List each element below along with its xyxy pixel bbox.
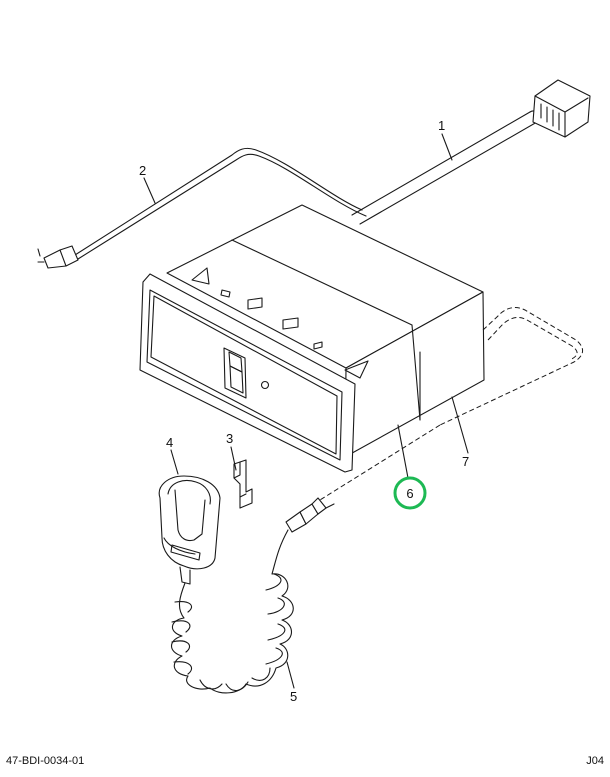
leader-4 xyxy=(170,449,179,475)
leader-6 xyxy=(397,424,409,479)
callout-2: 2 xyxy=(139,163,146,178)
sheet-code: J04 xyxy=(586,755,604,767)
drawing-number: 47-BDI-0034-01 xyxy=(6,755,85,767)
leader-1 xyxy=(441,133,453,161)
leader-2 xyxy=(143,177,156,204)
callout-3: 3 xyxy=(226,431,233,446)
part-2-wire xyxy=(37,147,367,269)
part-5-coiled-cord xyxy=(170,497,335,694)
callout-6-highlight-ring[interactable] xyxy=(393,476,427,510)
callout-7: 7 xyxy=(462,454,469,469)
callout-4: 4 xyxy=(166,435,173,450)
callout-5: 5 xyxy=(290,689,297,704)
leader-3 xyxy=(230,446,237,471)
part-3-clip xyxy=(233,459,253,509)
part-7-dashed-cable xyxy=(319,307,583,501)
callout-1: 1 xyxy=(438,118,445,133)
leader-5 xyxy=(286,661,295,689)
part-4-microphone xyxy=(158,475,221,585)
radio-unit xyxy=(139,204,485,473)
part-1-cable xyxy=(351,79,591,225)
leader-7 xyxy=(451,396,469,454)
callout-6[interactable]: 6 xyxy=(406,486,413,501)
leader-lines xyxy=(143,133,469,689)
